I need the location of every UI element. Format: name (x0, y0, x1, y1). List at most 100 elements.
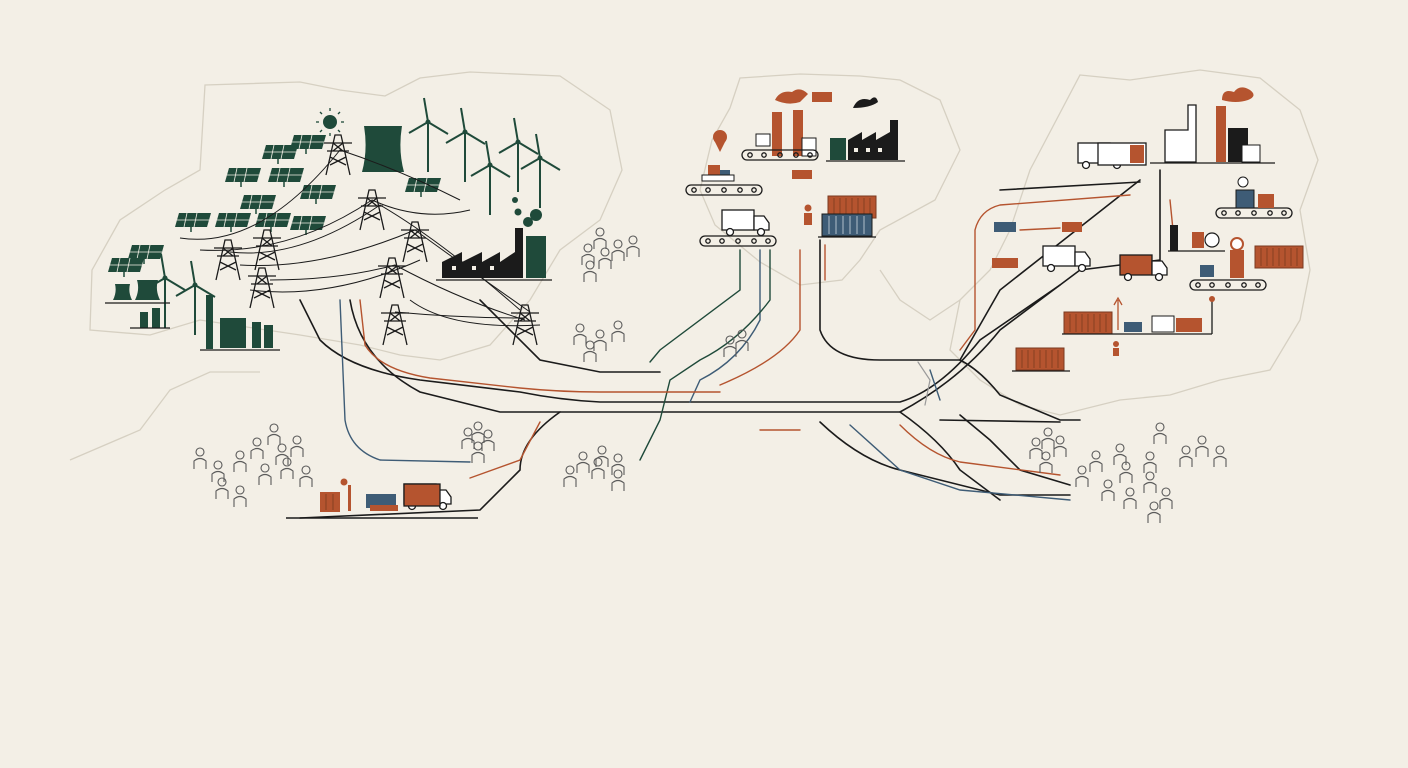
worker-icon (1113, 296, 1215, 356)
transmission-tower-icon (213, 239, 243, 281)
green-line-2 (649, 249, 741, 363)
people-group-center-top (581, 227, 640, 283)
machine-icon (1258, 194, 1274, 208)
truck-icon (992, 258, 1018, 268)
wind-turbine-icon (470, 140, 511, 216)
person-icon (593, 227, 607, 250)
person-icon (573, 323, 587, 346)
rust-line-2 (719, 249, 801, 386)
truck-cargo-accent (1130, 145, 1144, 163)
people-group-bottom-center (563, 445, 625, 492)
trunk-line-6 (819, 421, 1071, 496)
trunk-line-2 (349, 169, 1161, 413)
transmission-tower-icon (247, 267, 277, 309)
cooling-tower-icon (113, 284, 132, 300)
person-icon (583, 340, 597, 363)
crate-icon (1200, 265, 1214, 277)
green-line-1 (639, 249, 771, 461)
person-icon (611, 469, 625, 492)
person-icon (591, 457, 605, 480)
person-icon (1041, 427, 1055, 450)
truck-icon (721, 209, 770, 237)
people-group-left (193, 423, 313, 508)
transmission-tower-icon (377, 257, 407, 299)
person-icon (233, 485, 247, 508)
rust-line-6 (899, 424, 1061, 476)
factory-icon-ext (830, 138, 846, 160)
rust-line-8 (1019, 227, 1061, 231)
person-icon (1119, 461, 1133, 484)
trunk-line-3 (479, 299, 661, 373)
person-icon (290, 435, 304, 458)
person-icon (598, 247, 612, 270)
solar-panel-icon (107, 257, 145, 278)
conveyor-belt-icon (1215, 207, 1293, 219)
sun-icon (323, 115, 337, 129)
factory-icon (755, 110, 817, 157)
person-icon (1159, 487, 1173, 510)
wind-turbine-icon (408, 97, 449, 173)
person-icon (611, 239, 625, 262)
solar-panel-icon (289, 215, 327, 236)
transmission-tower-icon (400, 221, 430, 263)
truck-icon (792, 170, 812, 179)
solar-panel-icon (404, 177, 442, 198)
truck-icon (366, 494, 396, 508)
trunk-line-4 (819, 239, 1081, 421)
power-cables (179, 149, 541, 327)
blue-line-1 (339, 299, 471, 463)
person-icon (723, 335, 737, 358)
wind-turbine-icon (498, 117, 539, 193)
truck-icon (370, 505, 398, 511)
person-icon (1143, 451, 1157, 474)
network-lines (299, 169, 1176, 519)
person-icon (1143, 471, 1157, 494)
person-icon (215, 477, 229, 500)
energy-region-outline-lower (69, 371, 260, 461)
delivery-scene (286, 478, 478, 519)
truck-cargo (403, 483, 441, 507)
person-icon (583, 260, 597, 283)
person-icon (1053, 435, 1067, 458)
person-icon (611, 453, 625, 476)
person-icon (280, 457, 294, 480)
trunk-line-7 (899, 411, 1001, 501)
rust-line-5 (469, 421, 541, 479)
person-icon (211, 460, 225, 483)
person-icon (233, 450, 247, 473)
logistics-region (992, 87, 1304, 372)
shipping-container-icon (812, 92, 832, 102)
logistics-region-outline-inner (879, 269, 961, 321)
truck-icon (1042, 245, 1091, 273)
energy-region-outline (89, 71, 623, 361)
trunk-line-11 (939, 419, 1061, 423)
person-icon (593, 329, 607, 352)
trunk-line-1 (299, 284, 1061, 403)
conveyor-belt-icon (685, 184, 763, 196)
robot-arm-icon (1168, 225, 1244, 278)
solar-panel-icon (174, 212, 212, 233)
people-group-right (1029, 422, 1227, 524)
worker-icon (340, 478, 351, 511)
trunk-line-8 (959, 179, 1141, 361)
truck-icon (1062, 222, 1082, 232)
machine-icon (1237, 176, 1249, 188)
shipping-container-icon (1015, 347, 1065, 371)
smoke-plume (853, 97, 878, 108)
person-icon (299, 465, 313, 488)
person-icon (1075, 465, 1089, 488)
person-icon (626, 235, 640, 258)
energy-region (105, 97, 561, 351)
worker-icon (804, 204, 812, 225)
person-icon (611, 320, 625, 343)
truck-icon (1176, 318, 1202, 332)
blue-line-2 (689, 249, 761, 403)
rust-line-1 (359, 299, 721, 393)
transmission-tower-icon (323, 134, 353, 176)
person-icon (1123, 487, 1137, 510)
trunk-line-9 (999, 181, 1141, 191)
truck-icon (1124, 322, 1142, 332)
person-icon (1039, 451, 1053, 474)
person-icon (563, 465, 577, 488)
person-icon (1089, 450, 1103, 473)
